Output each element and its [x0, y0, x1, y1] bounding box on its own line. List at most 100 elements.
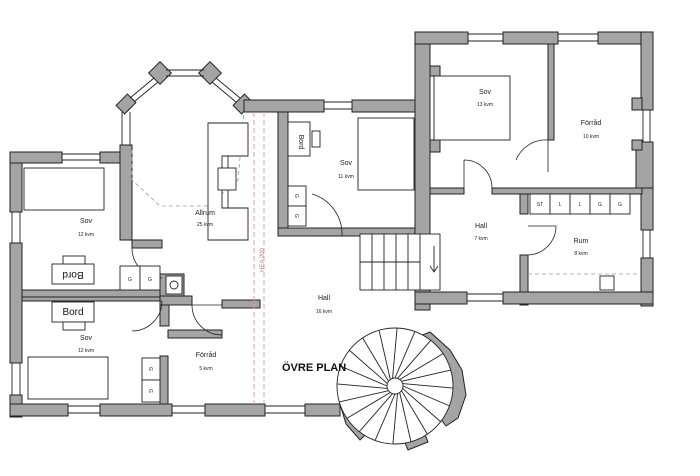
bed [27, 356, 109, 400]
spiral-tread [378, 330, 391, 380]
room-name: Rum [574, 238, 589, 245]
sofa [207, 122, 249, 241]
windows [11, 33, 651, 414]
spiral-tread [399, 353, 444, 380]
door-swing [527, 225, 557, 256]
room-area: 5 kvm [199, 366, 212, 372]
wall [119, 144, 133, 241]
wall [115, 93, 137, 115]
wall [519, 193, 529, 215]
wall [502, 31, 559, 45]
furniture [23, 75, 641, 445]
room-area: 12 kvm [78, 348, 94, 354]
wall [147, 60, 173, 86]
wall [197, 60, 223, 86]
spiral-tread [402, 388, 441, 423]
spiral-tread [336, 383, 388, 389]
wall [491, 187, 643, 195]
doors [131, 139, 557, 336]
bed [433, 75, 511, 141]
wall [159, 355, 169, 405]
wall [414, 31, 431, 237]
wall [9, 242, 23, 364]
dashed-outline [131, 111, 245, 207]
spiral-tread [358, 393, 393, 432]
room-name: Hall [318, 295, 331, 302]
cabinet-label: L [559, 202, 562, 208]
walls [9, 31, 654, 451]
spiral-tread [339, 390, 389, 403]
cabinet [287, 205, 307, 227]
cabinet-label: G [147, 389, 153, 393]
room-area: 8 kvm [574, 251, 587, 257]
spiral-tread [346, 392, 391, 419]
plan-title: ÖVRE PLAN [282, 361, 346, 374]
room-name: Sov [479, 89, 492, 96]
room-area: 13 kvm [477, 102, 493, 108]
room-area: 16 kvm [316, 309, 332, 315]
spiral-tread [397, 340, 432, 379]
room-area: 25 kvm [197, 222, 213, 228]
wall [429, 187, 465, 195]
wall [631, 139, 643, 151]
room-name: Allrum [195, 210, 215, 217]
stair-arrow-head [429, 265, 439, 273]
cabinet-label: G [618, 202, 622, 208]
table-label: Bord [62, 307, 83, 318]
spiral-tread [374, 393, 396, 441]
wall [519, 254, 529, 306]
spiral-tread [340, 365, 388, 387]
chair [311, 130, 321, 148]
cabinet-label: G [598, 202, 602, 208]
wall [204, 403, 266, 417]
room-name: Sov [80, 335, 93, 342]
bed [23, 167, 105, 211]
wall [631, 97, 643, 111]
wall [243, 99, 325, 113]
labels: Sov 12 kvm Sov 12 kvm Allrum 25 kvm Sov … [62, 89, 622, 393]
wall [547, 43, 555, 141]
spiral-stair-core [386, 377, 404, 395]
stair-steps [360, 234, 439, 290]
cabinet [141, 379, 161, 403]
cabinet-label: G [128, 277, 132, 283]
room-area: 11 kvm [338, 174, 354, 180]
door-swing [191, 304, 223, 336]
window [211, 81, 237, 103]
wall [99, 403, 173, 417]
wall [502, 291, 654, 305]
room-area: 10 kvm [583, 134, 599, 140]
wall [429, 65, 441, 77]
cabinet-label: ST [537, 202, 543, 208]
spiral-tread [402, 383, 454, 389]
cabinet [609, 193, 631, 215]
cabinet-label: G [293, 214, 299, 218]
wall [21, 296, 163, 302]
wall [304, 403, 341, 417]
table-label: Bord [62, 269, 83, 280]
room-name: Sov [80, 218, 93, 225]
chimney-flue [169, 280, 179, 290]
room-name: Sov [340, 160, 353, 167]
wall [131, 239, 163, 249]
window [133, 81, 159, 103]
spiral-tread [401, 369, 451, 382]
wall [640, 31, 654, 111]
spiral-tread [402, 385, 450, 407]
wall [414, 31, 469, 45]
room-area: 7 kvm [474, 236, 487, 242]
cabinet-label: G [293, 194, 299, 198]
cabinet-label: G [148, 277, 152, 283]
room-area: 12 kvm [78, 232, 94, 238]
wall [221, 299, 261, 309]
table-label: Bord [297, 135, 304, 150]
desk [287, 121, 311, 157]
cabinet-label: L [579, 202, 582, 208]
spiral-tread [399, 392, 412, 442]
wall [640, 187, 654, 231]
spiral-treads [336, 327, 454, 445]
room-name: Förråd [196, 351, 217, 359]
wall [277, 111, 289, 233]
door-swing [463, 159, 493, 189]
window [215, 77, 241, 99]
